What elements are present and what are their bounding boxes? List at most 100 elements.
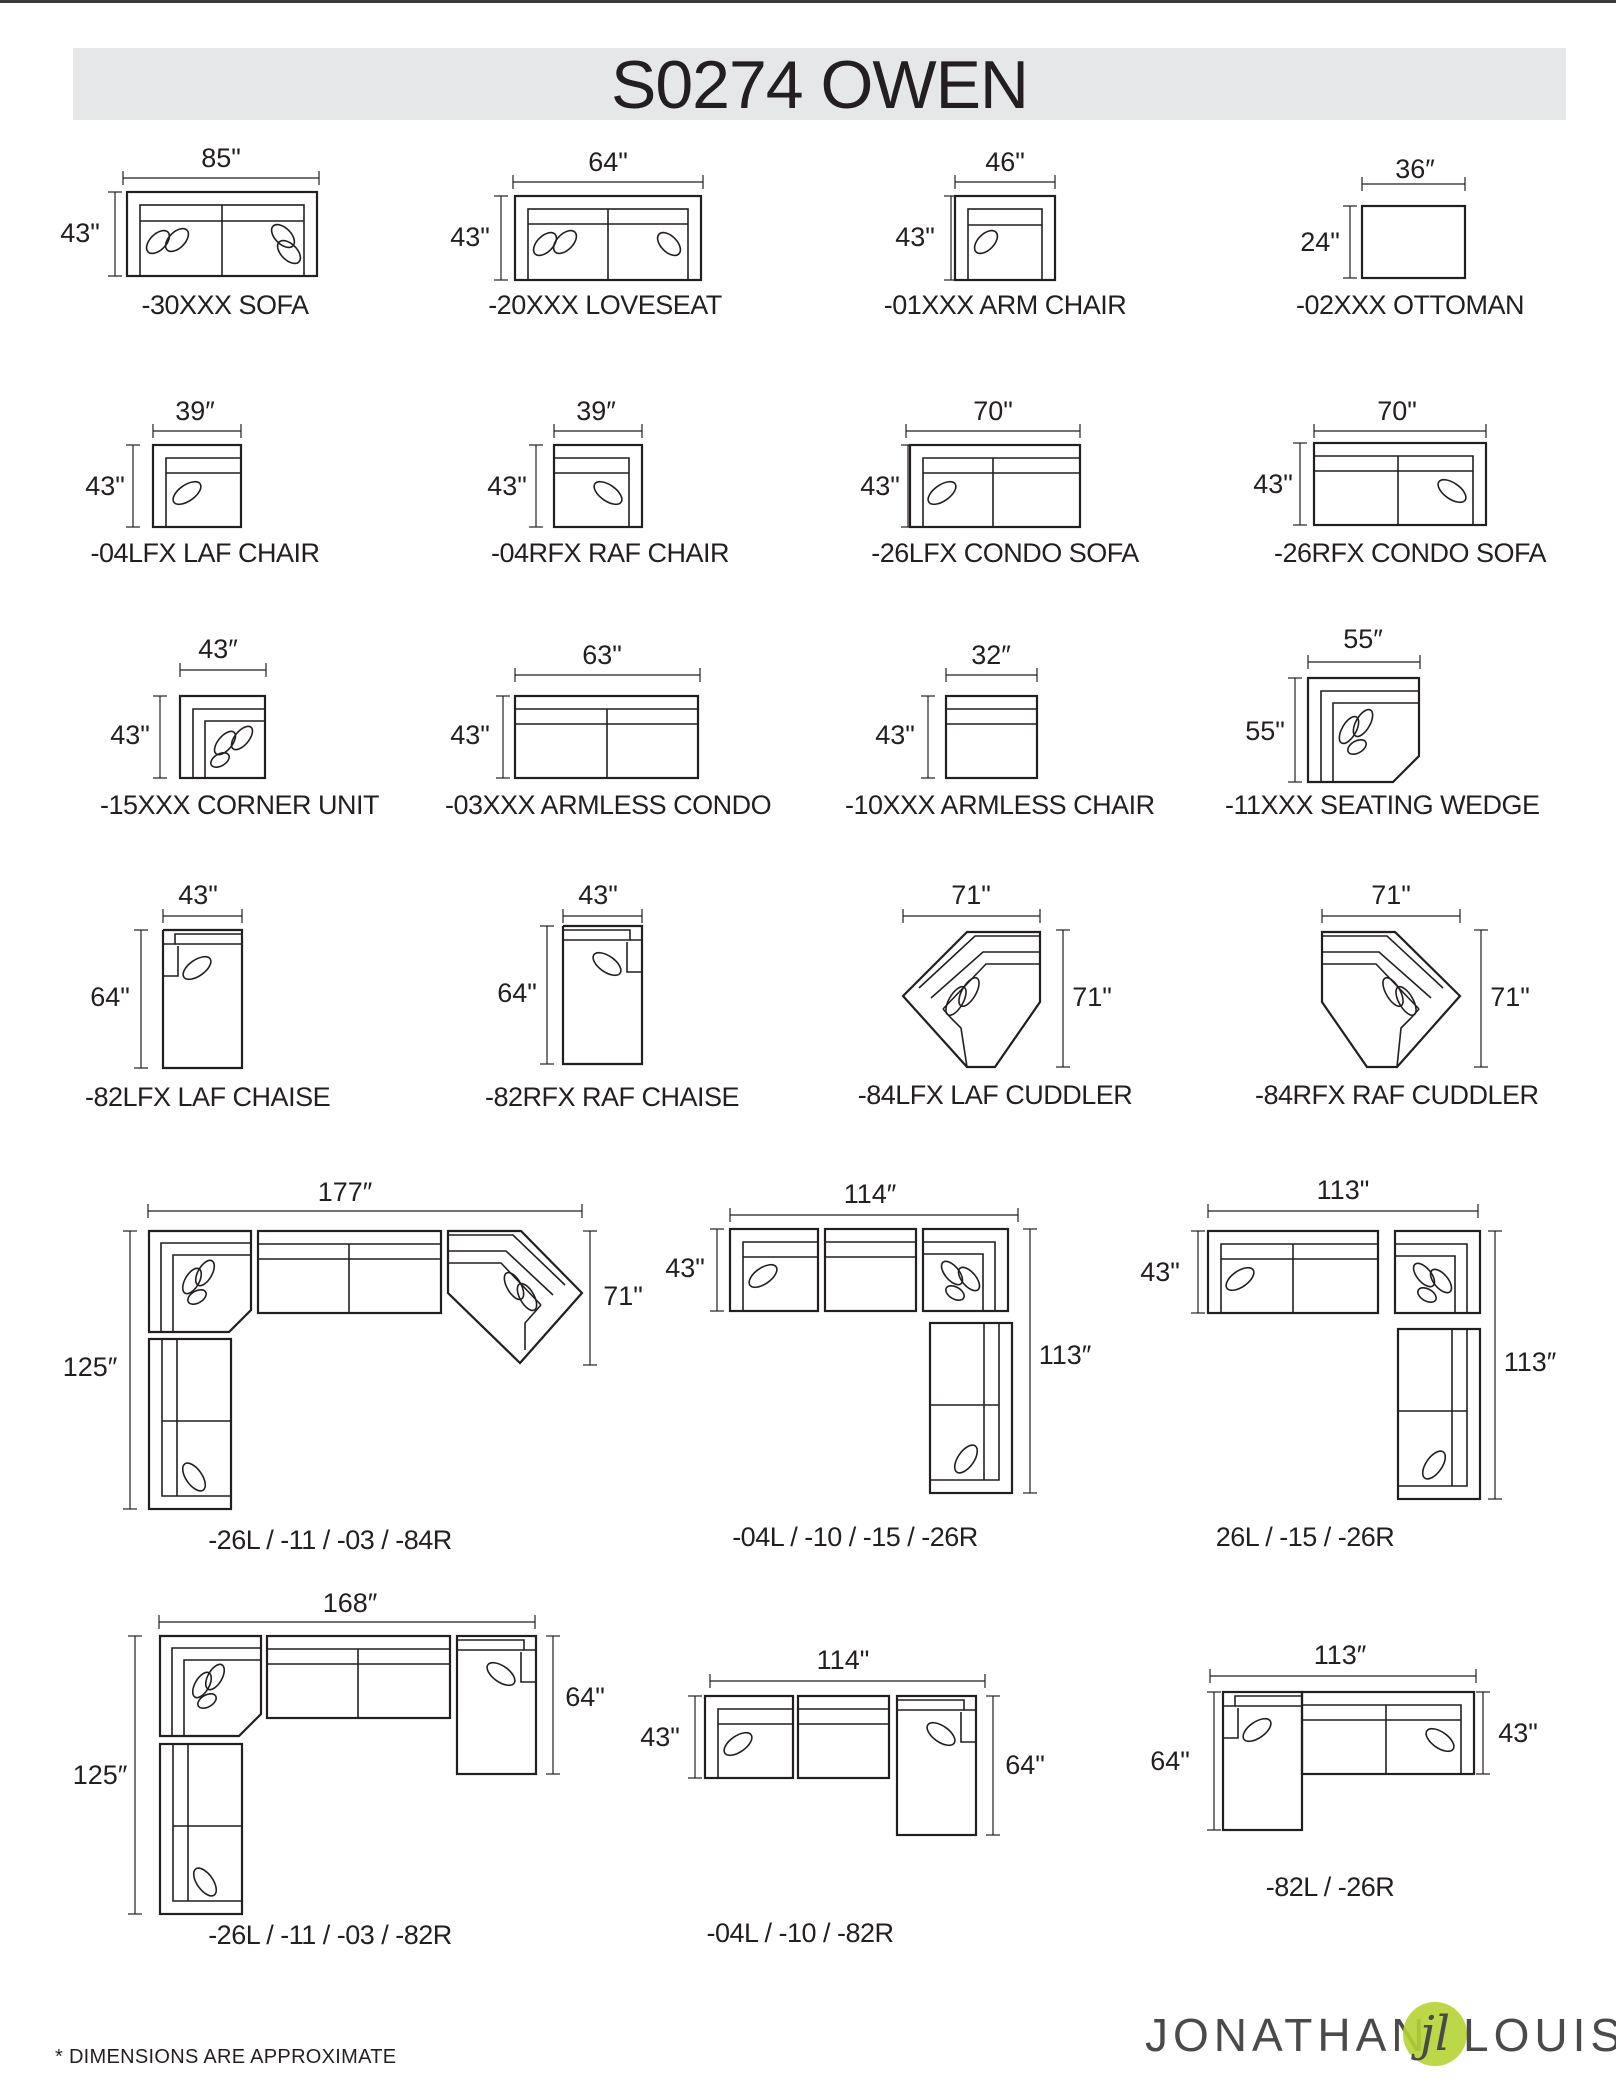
depth-dim: 71" — [1490, 982, 1530, 1012]
unit-armless-chair: 32″ 43" -10XXX ARMLESS CHAIR — [845, 640, 1155, 830]
unit-laf-cuddler: 71" 71" -84LFX LAF CUDDLER — [855, 870, 1145, 1120]
sectional-1-drawing — [123, 1204, 597, 1511]
depth-dim: 43" — [665, 1253, 705, 1283]
sectional-1: 177″ 125″ 71" -26L / -11 / -03 / -84R — [55, 1175, 655, 1565]
width-dim: 113″ — [1313, 1640, 1367, 1670]
width-dim: 71" — [951, 880, 991, 910]
sectional-label: -04L / -10 / -15 / -26R — [732, 1522, 978, 1552]
title-bar: S0274 OWEN — [73, 47, 1566, 123]
sectional-label: 26L / -15 / -26R — [1215, 1522, 1395, 1552]
sectional-3-drawing — [1191, 1204, 1502, 1501]
width-dim: 71" — [1371, 880, 1411, 910]
sectional-2: 114″ 43" 113″ -04L / -10 / -15 / -26R — [655, 1175, 1095, 1565]
page-title: S0274 OWEN — [610, 47, 1029, 123]
unit-label: -03XXX ARMLESS CONDO — [445, 790, 772, 820]
unit-seating-wedge: 55″ 55" -11XXX SEATING WEDGE — [1225, 620, 1540, 830]
depth-dim: 64" — [1150, 1746, 1190, 1776]
depth-dim: 43" — [875, 720, 915, 750]
depth-dim: 43" — [110, 720, 150, 750]
unit-armless-condo: 63" 43" -03XXX ARMLESS CONDO — [445, 640, 775, 830]
laf-condo-drawing — [901, 424, 1082, 529]
width-dim: 36″ — [1395, 154, 1435, 184]
sectional-6-drawing — [1207, 1669, 1490, 1832]
unit-label: -02XXX OTTOMAN — [1295, 290, 1525, 320]
depth-dim: 43" — [450, 222, 490, 252]
sofa-drawing — [108, 171, 320, 278]
unit-raf-chair: 39″ 43" -04RFX RAF CHAIR — [487, 395, 740, 575]
unit-raf-condo-sofa: 70" 43" -26RFX CONDO SOFA — [1253, 395, 1550, 575]
sectional-5: 114" 43" 64" -04L / -10 / -82R — [625, 1630, 1085, 1960]
unit-raf-cuddler: 71" 71" -84RFX RAF CUDDLER — [1255, 870, 1545, 1120]
unit-label: -04LFX LAF CHAIR — [90, 538, 320, 568]
width-dim: 32″ — [971, 640, 1011, 670]
unit-arm-chair: 46" 43" -01XXX ARM CHAIR — [875, 140, 1135, 320]
width-dim: 113" — [1316, 1175, 1370, 1205]
unit-label: -84LFX LAF CUDDLER — [857, 1080, 1133, 1110]
top-rule — [0, 0, 1616, 3]
depth-dim: 43" — [895, 222, 935, 252]
raf-chair-drawing — [529, 424, 644, 529]
width-dim: 43″ — [198, 634, 238, 664]
unit-label: -01XXX ARM CHAIR — [883, 290, 1127, 320]
unit-label: -20XXX LOVESEAT — [488, 290, 722, 320]
unit-raf-chaise: 43" 64" -82RFX RAF CHAISE — [485, 870, 745, 1120]
unit-label: -04RFX RAF CHAIR — [490, 538, 730, 568]
side-dim: 64" — [565, 1682, 605, 1712]
unit-sofa: 85" 43" -30XXX SOFA — [55, 140, 345, 320]
sectional-label: -26L / -11 / -03 / -84R — [208, 1525, 452, 1555]
sectional-4: 168″ 125″ 64" -26L / -11 / -03 / -82R — [55, 1580, 655, 1960]
unit-label: -15XXX CORNER UNIT — [100, 790, 380, 820]
unit-laf-chaise: 43" 64" -82LFX LAF CHAISE — [85, 870, 345, 1120]
seating-wedge-drawing — [1288, 655, 1421, 784]
depth-dim: 43" — [60, 218, 100, 248]
raf-chaise-drawing — [540, 909, 644, 1066]
depth-dim: 64" — [90, 982, 130, 1012]
depth-dim: 55" — [1245, 716, 1285, 746]
side-dim: 113″ — [1038, 1340, 1092, 1370]
sectional-2-drawing — [710, 1208, 1037, 1495]
jl-monogram-icon: jl — [1403, 2002, 1467, 2066]
unit-label: -10XXX ARMLESS CHAIR — [845, 790, 1155, 820]
width-dim: 177″ — [317, 1177, 373, 1207]
width-dim: 114″ — [843, 1179, 897, 1209]
laf-cuddler-drawing — [901, 909, 1070, 1069]
depth-dim: 24" — [1300, 227, 1340, 257]
width-dim: 46" — [985, 147, 1025, 177]
loveseat-drawing — [494, 175, 704, 282]
width-dim: 70" — [1377, 396, 1417, 426]
sectional-label: -04L / -10 / -82R — [706, 1918, 894, 1948]
brand-logo: JONATHAN jl LOUIS — [1145, 1990, 1616, 2080]
unit-corner: 43″ 43" -15XXX CORNER UNIT — [100, 634, 380, 830]
depth-dim: 43" — [860, 471, 900, 501]
depth-dim: 64" — [497, 978, 537, 1008]
brand-name-right: LOUIS — [1463, 2009, 1616, 2061]
depth-dim: 43" — [1253, 469, 1293, 499]
unit-label: -82LFX LAF CHAISE — [85, 1082, 331, 1112]
depth-dim: 43" — [1140, 1257, 1180, 1287]
laf-chaise-drawing — [134, 909, 244, 1070]
width-dim: 39″ — [576, 396, 616, 426]
unit-laf-chair: 39″ 43" -04LFX LAF CHAIR — [85, 395, 335, 575]
unit-label: -30XXX SOFA — [141, 290, 309, 320]
depth-dim: 71" — [1072, 982, 1112, 1012]
side-dim: 43" — [1498, 1718, 1538, 1748]
width-dim: 168″ — [322, 1588, 378, 1618]
depth-dim: 43" — [85, 471, 125, 501]
width-dim: 43" — [178, 880, 218, 910]
unit-loveseat: 64" 43" -20XXX LOVESEAT — [445, 140, 735, 320]
brand-name-left: JONATHAN — [1145, 2009, 1430, 2061]
sectional-6: 113″ 64" 43" -82L / -26R — [1140, 1630, 1560, 1920]
unit-label: -26LFX CONDO SOFA — [871, 538, 1139, 568]
depth-dim: 125″ — [72, 1760, 128, 1790]
sectional-5-drawing — [688, 1674, 1000, 1837]
arm-chair-drawing — [944, 175, 1057, 282]
depth-dim: 43" — [487, 471, 527, 501]
width-dim: 43" — [578, 880, 618, 910]
width-dim: 70" — [973, 396, 1013, 426]
depth-dim: 125″ — [62, 1352, 118, 1382]
width-dim: 63" — [582, 640, 622, 670]
armless-chair-drawing — [921, 668, 1039, 780]
width-dim: 85" — [201, 143, 241, 173]
sectional-3: 113" 43" 113″ 26L / -15 / -26R — [1125, 1175, 1565, 1565]
width-dim: 55″ — [1343, 624, 1383, 654]
